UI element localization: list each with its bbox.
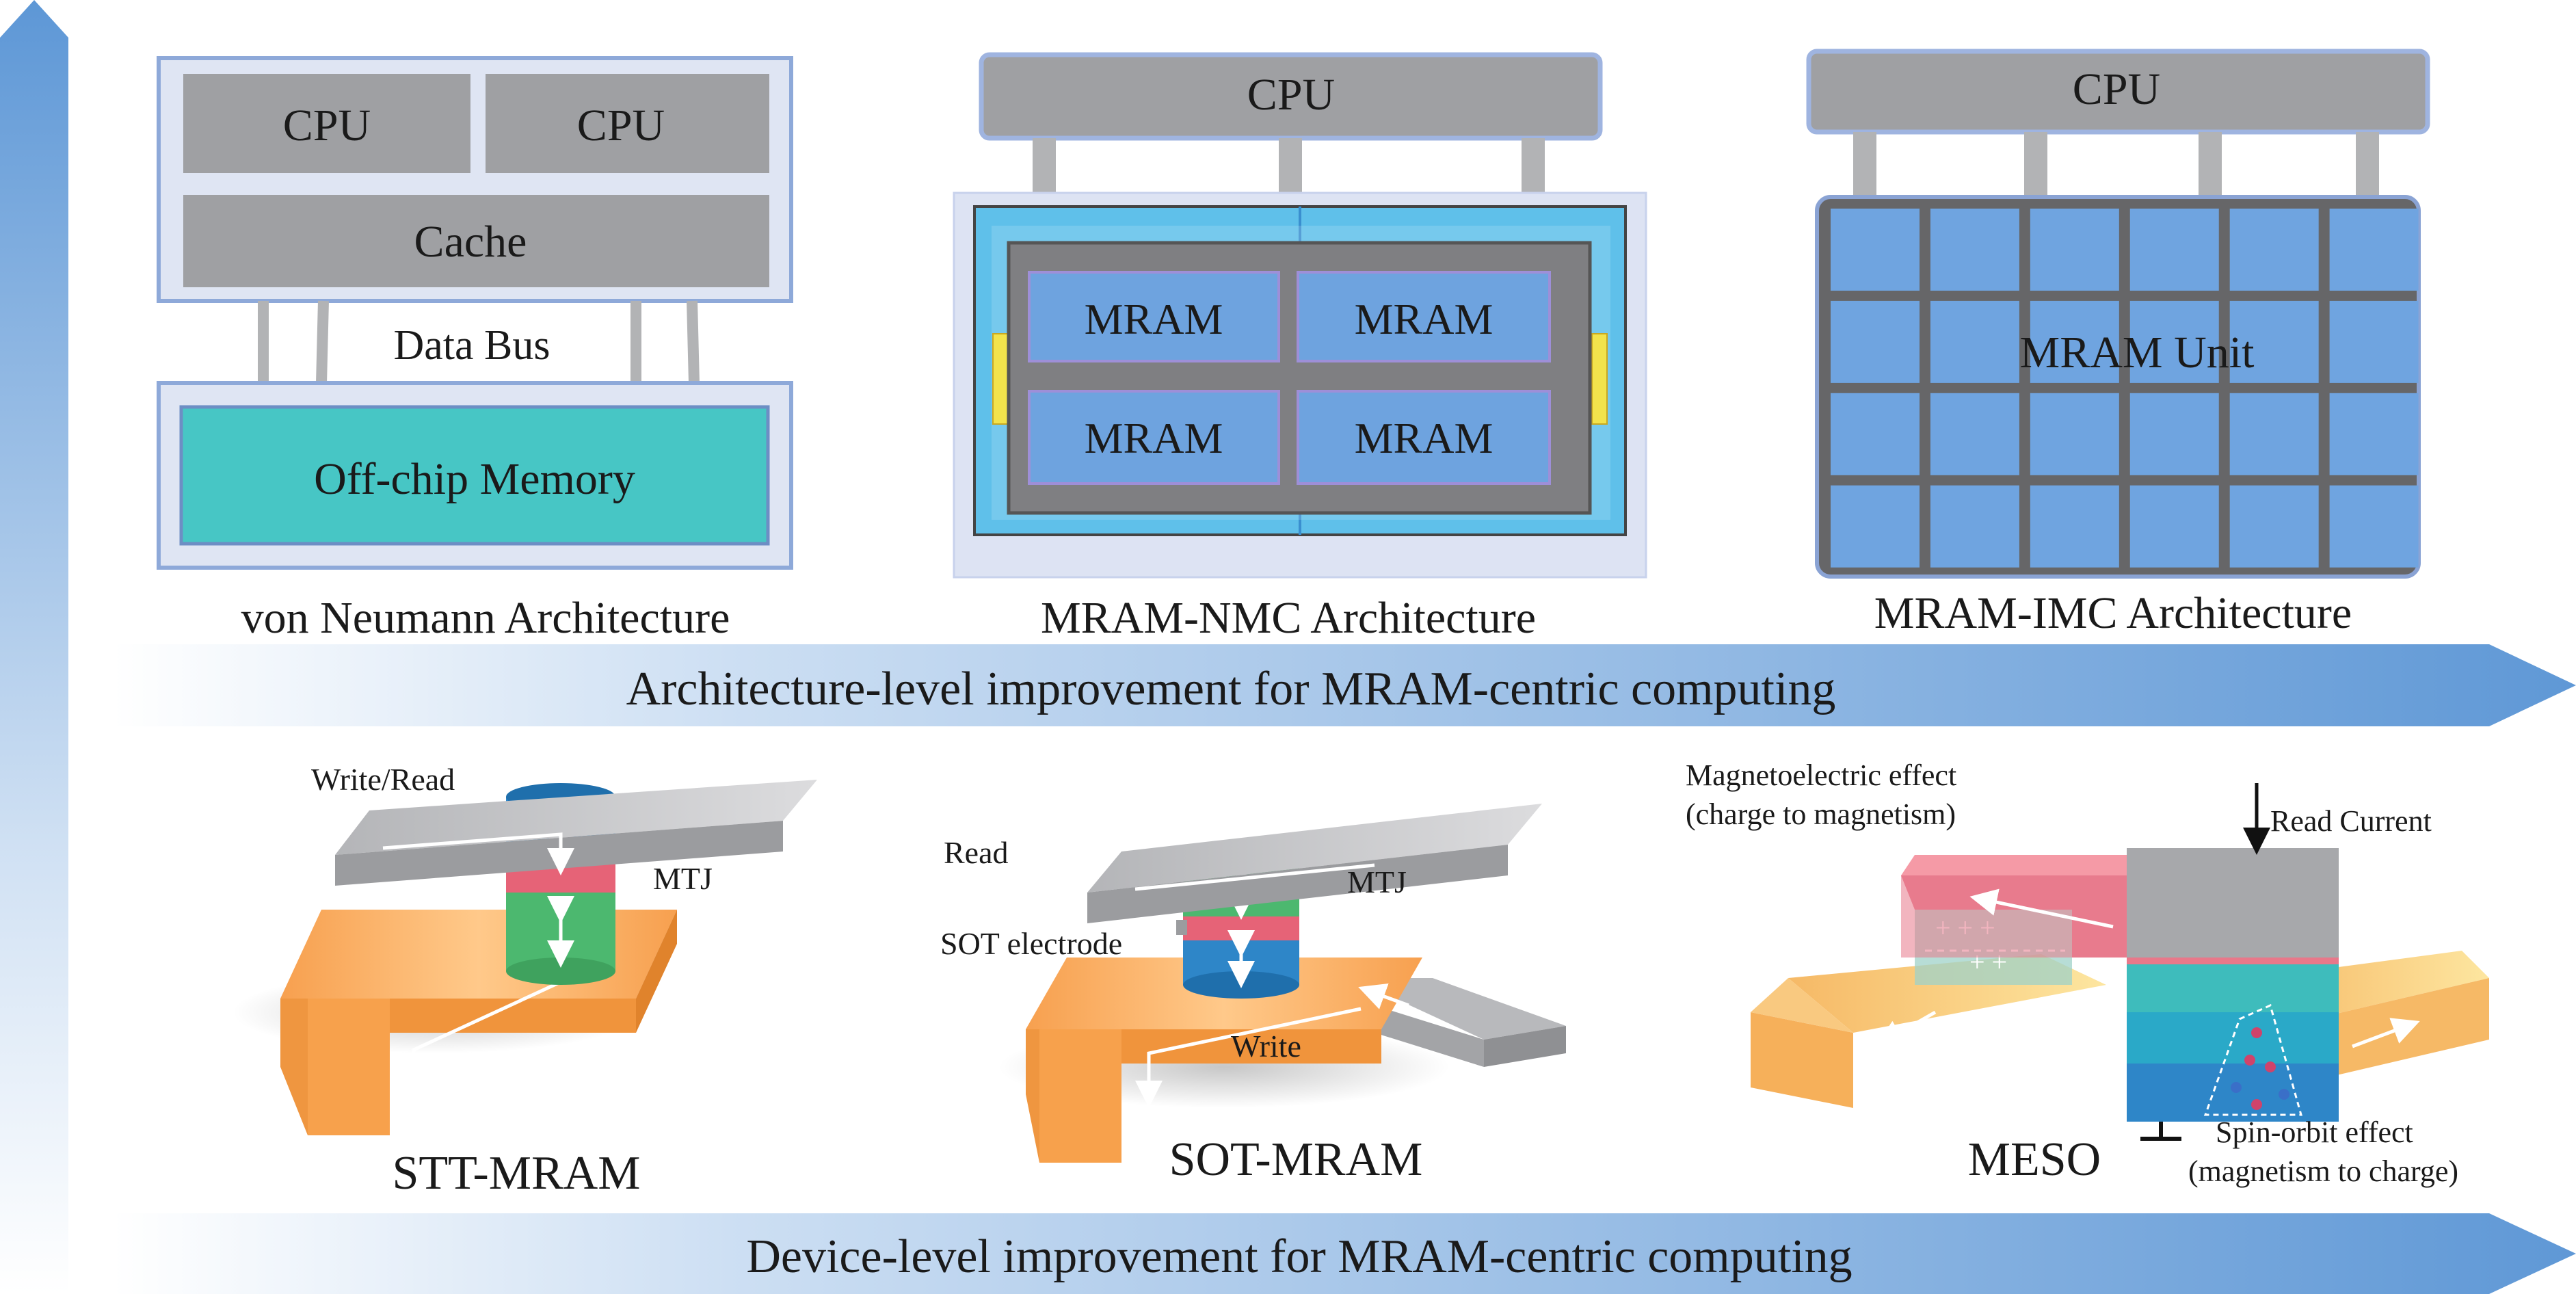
mram-unit-cell [1831, 209, 1920, 291]
mram-unit-cell [2329, 209, 2419, 291]
mram-unit-cell [2030, 209, 2119, 291]
mram-unit-cell [2129, 209, 2219, 291]
sot-mtj-label: MTJ [1347, 864, 1407, 899]
architecture-level-arrow [113, 644, 2576, 726]
meso-me-effect-line2: (charge to magnetism) [1686, 797, 1956, 831]
imc-unit-label: MRAM Unit [2020, 328, 2255, 378]
mram-unit-cell [2129, 300, 2219, 383]
nmc-caption: MRAM-NMC Architecture [1041, 593, 1536, 643]
mram-nmc-architecture [953, 52, 1647, 579]
mram-unit-cell [2030, 485, 2119, 568]
data-bus-label: Data Bus [393, 322, 550, 369]
stt-write-read-label: Write/Read [311, 762, 455, 797]
mram-unit-cell [1831, 393, 1920, 475]
mram-unit-cell [1930, 393, 2019, 475]
off-chip-memory-label: Off-chip Memory [314, 454, 635, 504]
sot-mram-device [998, 804, 1566, 1163]
mram-unit-cell [1930, 485, 2019, 568]
nmc-mram-label-3: MRAM [1085, 414, 1223, 462]
meso-device: + + + + + [1751, 783, 2489, 1141]
von-neumann-caption: von Neumann Architecture [241, 593, 730, 643]
stt-mtj-label: MTJ [653, 861, 713, 896]
nmc-cpu-label: CPU [1247, 70, 1335, 120]
mram-unit-cell [2329, 485, 2419, 568]
cpu-label-right: CPU [577, 101, 665, 150]
sot-electrode-label: SOT electrode [940, 926, 1122, 961]
mram-unit-cell [2329, 300, 2419, 383]
imc-caption: MRAM-IMC Architecture [1874, 588, 2352, 638]
sot-caption: SOT-MRAM [1169, 1133, 1423, 1186]
cache-block [183, 195, 769, 287]
mram-unit-cell [1930, 300, 2019, 383]
imc-cpu-label: CPU [2073, 64, 2160, 114]
von-neumann-architecture [157, 56, 793, 570]
mram-unit-cell [2030, 393, 2119, 475]
nmc-mram-label-2: MRAM [1355, 295, 1493, 343]
mram-unit-cell [2229, 485, 2319, 568]
nmc-mram-label-1: MRAM [1085, 295, 1223, 343]
mram-unit-cell [2329, 393, 2419, 475]
mram-unit-grid [1831, 209, 2419, 568]
meso-read-current-label: Read Current [2270, 804, 2432, 838]
meso-so-effect-line2: (magnetism to charge) [2188, 1154, 2458, 1188]
device-arrow-text: Device-level improvement for MRAM-centri… [746, 1230, 1852, 1283]
cache-label: Cache [414, 217, 527, 267]
meso-me-effect-line1: Magnetoelectric effect [1686, 758, 1956, 792]
mram-imc-architecture [1806, 49, 2430, 579]
nmc-mram-label-4: MRAM [1355, 414, 1493, 462]
mram-unit-cell [2229, 209, 2319, 291]
mram-cell-br [1297, 390, 1551, 485]
mram-unit-cell [2129, 485, 2219, 568]
mram-unit-cell [1831, 300, 1920, 383]
stt-caption: STT-MRAM [392, 1147, 640, 1200]
mram-unit-cell [2229, 393, 2319, 475]
vertical-progress-arrow [0, 0, 68, 1294]
meso-caption: MESO [1968, 1133, 2101, 1186]
stt-mram-device [233, 780, 817, 1135]
cpu-label-left: CPU [283, 101, 371, 150]
cpu-block-right [486, 74, 769, 173]
mram-cell-tl [1028, 271, 1280, 362]
architecture-arrow-text: Architecture-level improvement for MRAM-… [626, 663, 1836, 715]
mram-unit-cell [1930, 209, 2019, 291]
meso-so-effect-line1: Spin-orbit effect [2216, 1115, 2413, 1149]
mram-cell-bl [1028, 390, 1280, 485]
mram-unit-cell [1831, 485, 1920, 568]
sot-write-label: Write [1231, 1029, 1301, 1064]
cpu-block-left [183, 74, 470, 173]
off-chip-memory-block [179, 405, 770, 546]
mram-unit-cell [2229, 300, 2319, 383]
mram-unit-cell [2129, 393, 2219, 475]
sot-read-label: Read [944, 835, 1009, 870]
mram-cell-tr [1297, 271, 1551, 362]
mram-unit-cell [2030, 300, 2119, 383]
device-level-arrow [113, 1213, 2576, 1294]
